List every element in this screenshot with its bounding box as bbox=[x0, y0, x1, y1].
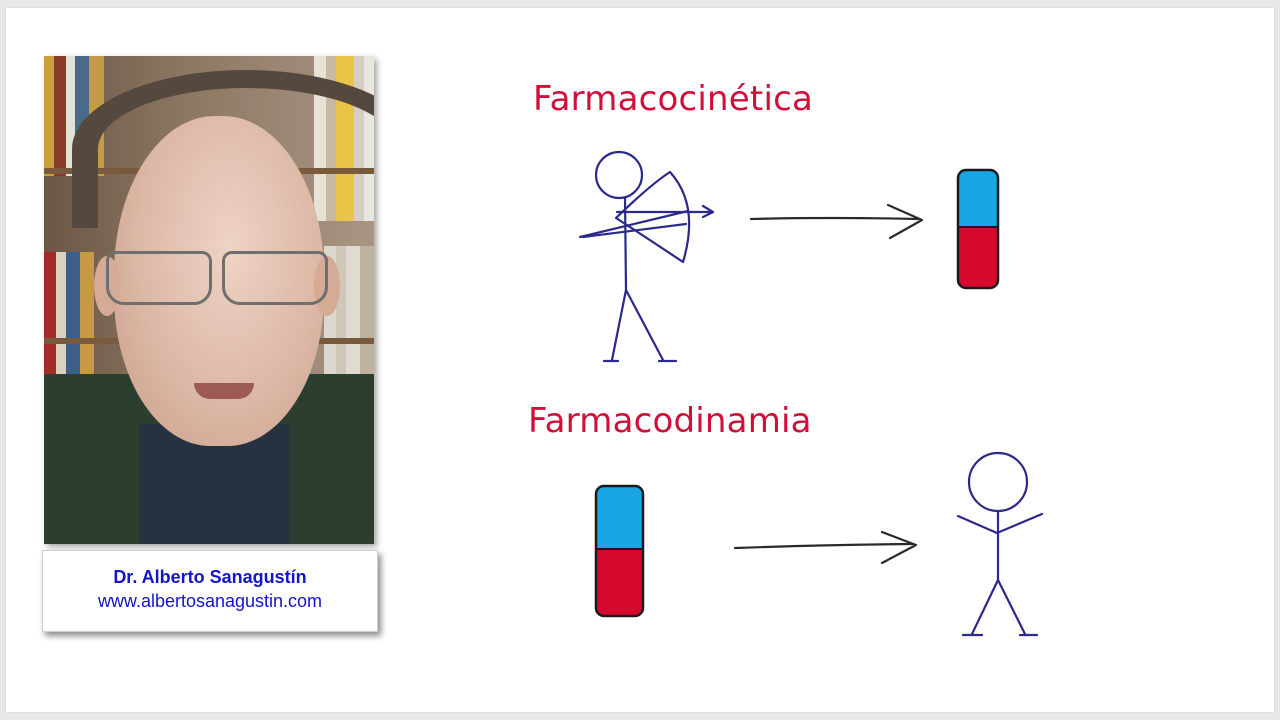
glasses-right-lens bbox=[222, 251, 328, 305]
glasses-left-lens bbox=[106, 251, 212, 305]
archer-stick-figure-icon bbox=[578, 150, 715, 363]
mouth bbox=[194, 383, 254, 399]
presenter-video bbox=[44, 56, 374, 544]
capsule-icon bbox=[956, 168, 1000, 290]
presenter-caption: Dr. Alberto Sanagustín www.albertosanagu… bbox=[42, 550, 378, 632]
capsule-icon bbox=[594, 484, 645, 618]
pharmacodynamics-title: Farmacodinamia bbox=[528, 401, 812, 441]
pharmacokinetics-title: Farmacocinética bbox=[533, 79, 814, 119]
presenter-url[interactable]: www.albertosanagustin.com bbox=[97, 591, 323, 611]
presenter-name: Dr. Alberto Sanagustín bbox=[113, 567, 307, 587]
arrow-right-icon bbox=[749, 203, 924, 240]
cheering-stick-figure-icon bbox=[956, 451, 1044, 637]
arrow-right-icon bbox=[733, 530, 918, 565]
